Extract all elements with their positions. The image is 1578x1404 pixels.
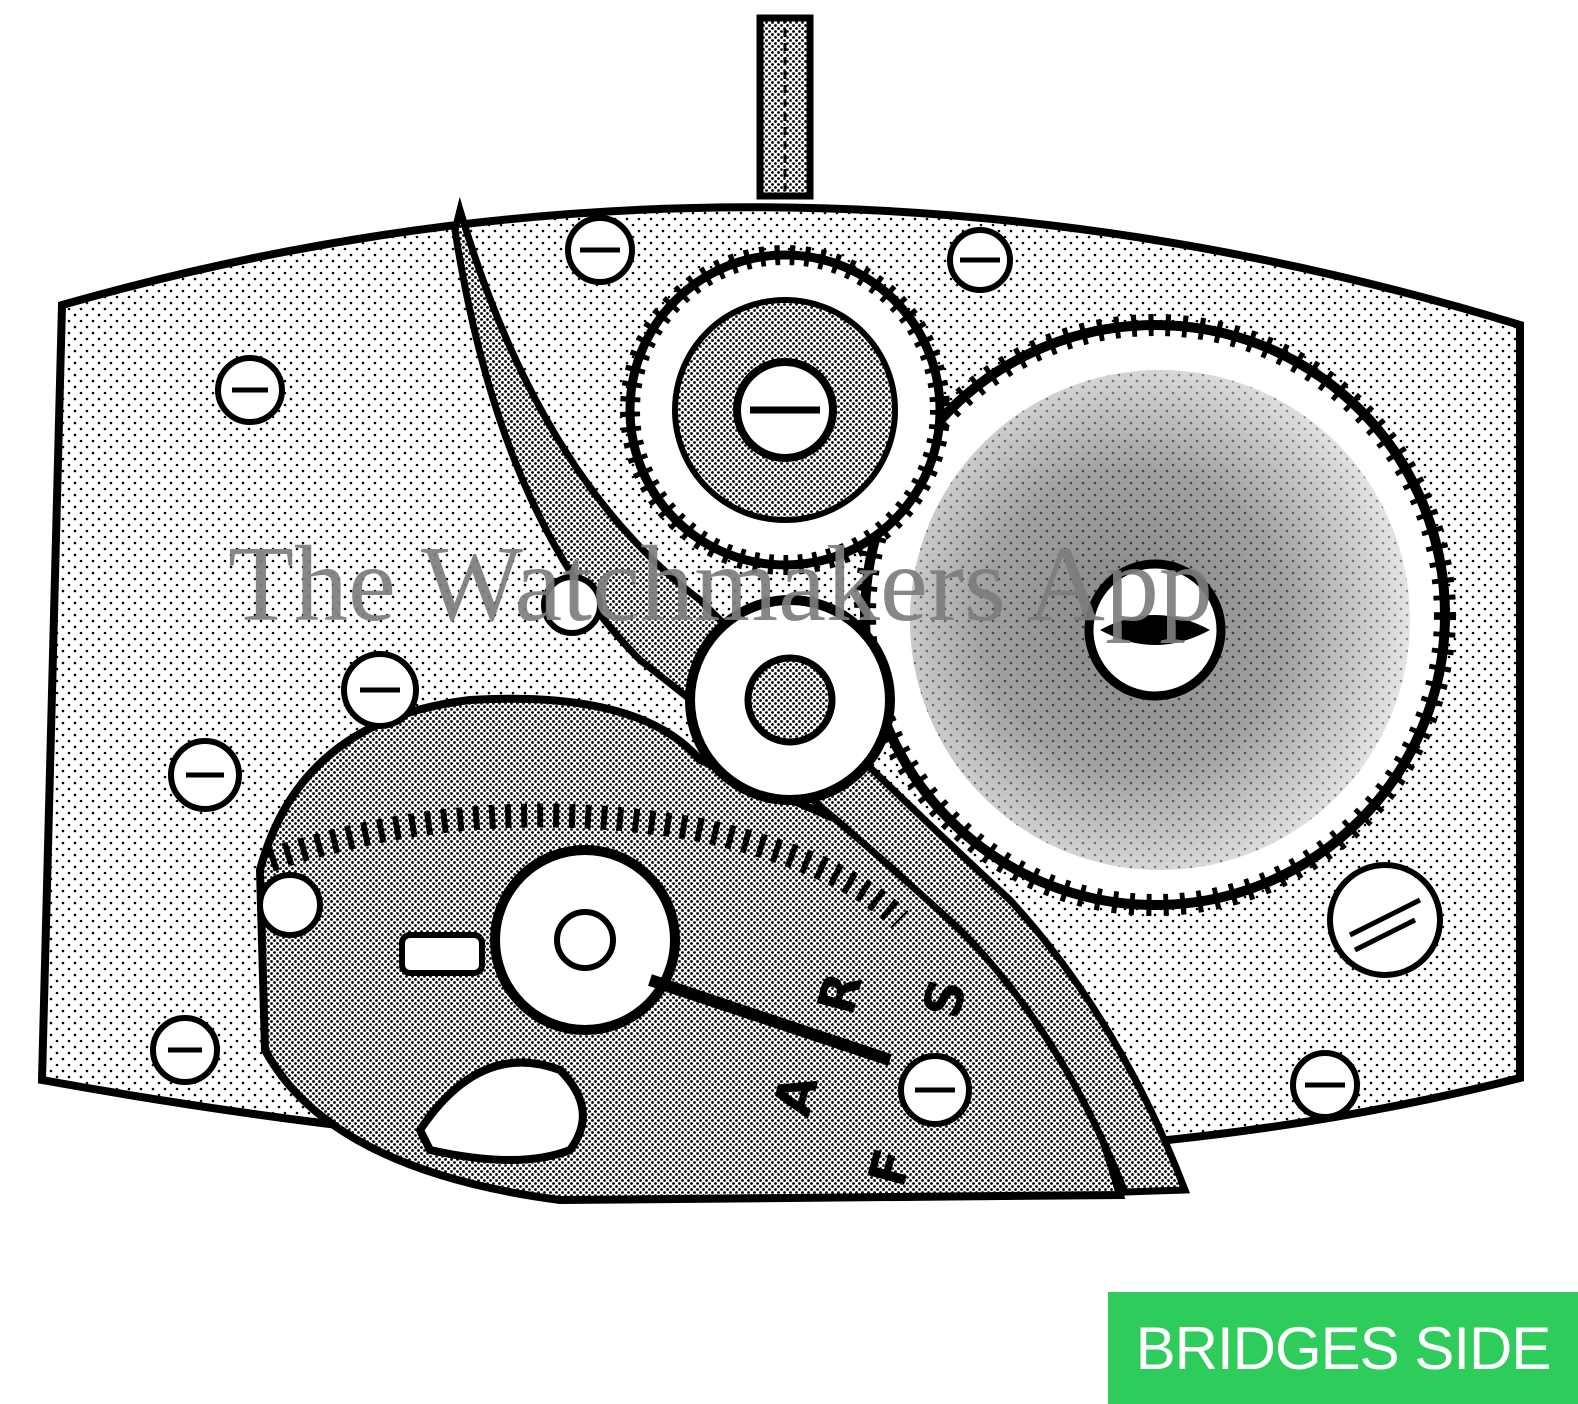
- screw-slots: [168, 247, 1422, 1093]
- balance-cock: [399, 845, 892, 1164]
- screw: [257, 872, 323, 938]
- barrel-bridge-band: [451, 196, 1191, 1196]
- side-badge-label: BRIDGES SIDE: [1135, 1314, 1552, 1382]
- mainspring-barrel: [854, 314, 1456, 916]
- screw: [541, 574, 603, 636]
- third-wheel: [266, 803, 909, 929]
- side-badge: BRIDGES SIDE: [1108, 1292, 1578, 1404]
- center-wheel: [685, 595, 895, 805]
- winding-stem: [756, 14, 814, 200]
- crown-wheel: [620, 245, 950, 575]
